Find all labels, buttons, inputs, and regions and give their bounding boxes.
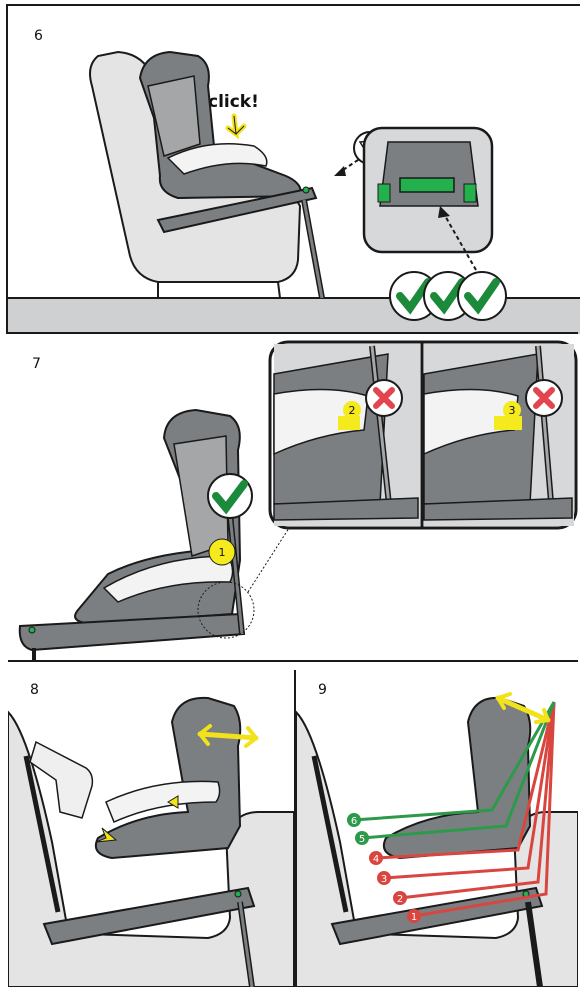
cross-icon [526, 380, 562, 416]
svg-text:3: 3 [381, 874, 387, 885]
marker-1: 1 [209, 539, 235, 565]
step-9-panel: 9 1 2 3 4 5 6 [296, 662, 578, 987]
svg-text:5: 5 [359, 834, 365, 845]
position-4: 4 [369, 851, 383, 865]
isofix-base [20, 614, 244, 650]
position-6: 6 [347, 813, 361, 827]
check-icon [208, 474, 252, 518]
cross-icon [366, 380, 402, 416]
position-2: 2 [393, 891, 407, 905]
detail-wrong-3: 3 [424, 344, 574, 526]
step-7-illustration: 1 2 [8, 334, 578, 660]
check-icon [458, 272, 506, 320]
marker-3-label: 3 [509, 404, 516, 417]
svg-text:6: 6 [351, 816, 357, 827]
svg-text:4: 4 [373, 854, 379, 865]
step-6-panel: 6 click! [6, 4, 580, 334]
step-8-illustration [8, 662, 294, 987]
svg-text:2: 2 [397, 894, 403, 905]
position-1: 1 [407, 909, 421, 923]
child-seat-shell [96, 698, 240, 858]
position-5: 5 [355, 831, 369, 845]
svg-text:1: 1 [411, 912, 417, 923]
marker-1-label: 1 [219, 546, 226, 559]
position-3: 3 [377, 871, 391, 885]
step-7-panel: 7 1 [8, 334, 578, 660]
step-8-panel: 8 [8, 662, 294, 987]
green-indicator [400, 178, 454, 192]
step-9-illustration: 1 2 3 4 5 6 [296, 662, 578, 987]
detail-wrong-2: 2 [274, 344, 420, 526]
step-6-illustration [8, 6, 580, 334]
marker-2-label: 2 [349, 404, 356, 417]
